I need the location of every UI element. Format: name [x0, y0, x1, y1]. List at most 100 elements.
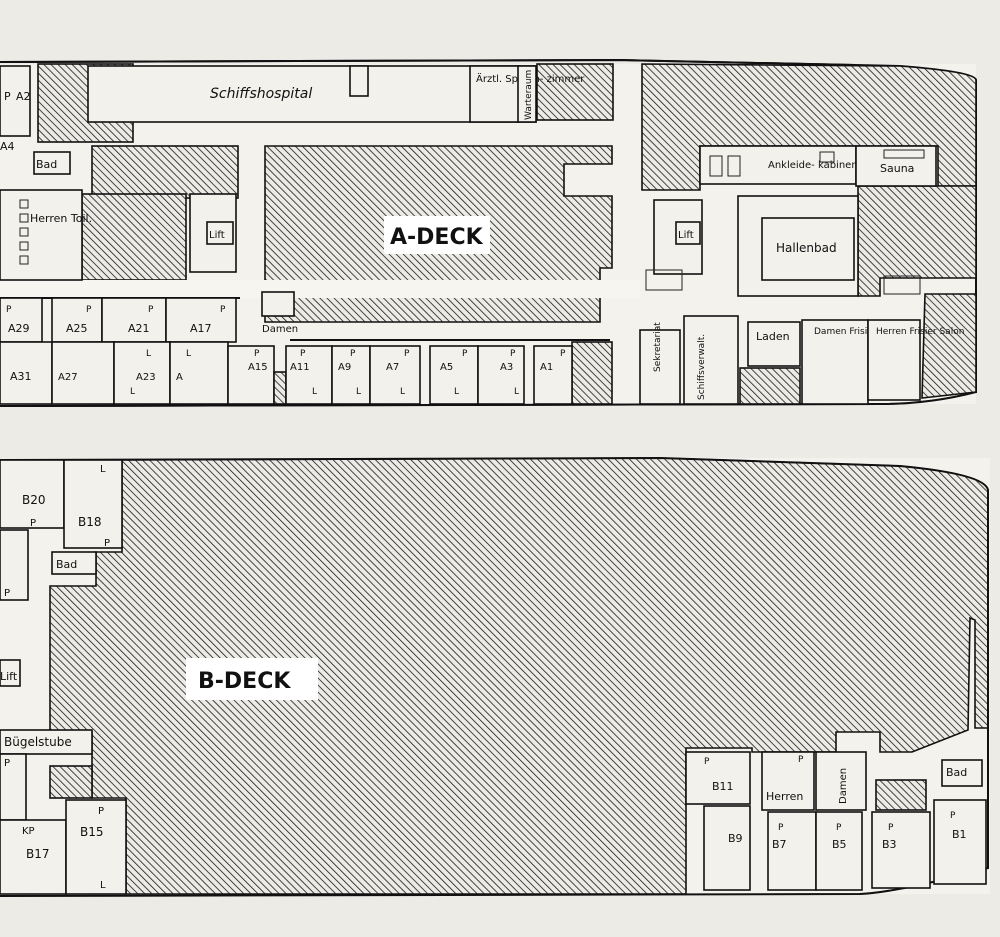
svg-text:P: P: [704, 757, 710, 767]
svg-text:P: P: [510, 349, 516, 359]
cabin-b17-label: B17: [26, 847, 50, 861]
purser-office: [683, 315, 739, 405]
cabin-a5-label: A5: [440, 362, 453, 373]
cabin-a15-label: A15: [248, 362, 268, 373]
a-deck-aft-corner: [921, 293, 977, 399]
waiting-room-label: Warteraum: [524, 70, 534, 120]
bath-a-deck-label: Bad: [36, 158, 57, 171]
cabin-b11-label: B11: [712, 780, 734, 793]
a-deck-structure-block: [739, 367, 801, 405]
svg-text:L: L: [130, 387, 135, 397]
gents-hair-salon: [867, 319, 921, 401]
lift-forward-label: Lift: [209, 230, 225, 241]
b-deck-cabins-aft: B11 P B9 Herren Damen B7 B5 B3 Bad B1 P …: [685, 751, 987, 891]
svg-text:P: P: [6, 305, 12, 315]
gents-toilet-label: Herren Toil.: [30, 212, 92, 225]
svg-text:P: P: [888, 823, 894, 833]
cabin-b3-label: B3: [882, 838, 897, 851]
lift-b-deck-label: Lift: [0, 670, 18, 683]
svg-text:P: P: [350, 349, 356, 359]
ladies-wc: [261, 291, 295, 317]
cabin-a7-label: A7: [386, 362, 399, 373]
secretariat-label: Sekretariat: [653, 322, 663, 372]
shop-label: Laden: [756, 330, 790, 343]
bath-b-deck-forward: [51, 551, 97, 575]
cabin-a9-label: A9: [338, 362, 351, 373]
svg-text:L: L: [514, 387, 519, 397]
cabin-a2: [0, 65, 31, 137]
cabin-b9-label: B9: [728, 832, 743, 845]
cabin-kp-label: KP: [22, 826, 35, 837]
a-deck-structure-block: [91, 145, 239, 199]
ship-hospital-room: [87, 65, 537, 123]
cabin-a17-label: A17: [190, 322, 212, 335]
ironing-room-label: Bügelstube: [4, 735, 72, 749]
a-deck-cabins-upper: A29 A25 A21 A17: [0, 297, 237, 343]
svg-text:P: P: [404, 349, 410, 359]
gents-toilet: [0, 189, 83, 281]
svg-text:L: L: [356, 387, 361, 397]
b-deck-cabins-forward-lower: P KP B17 B15 P L: [0, 753, 127, 895]
svg-text:P: P: [798, 755, 804, 765]
indoor-pool: [761, 217, 855, 281]
b-deck-title: B-DECK: [198, 669, 291, 694]
svg-text:P: P: [98, 806, 104, 817]
svg-text:P: P: [836, 823, 842, 833]
a-deck: Schiffshospital Ärztl. Sprech- zimmer Wa…: [0, 58, 977, 407]
changing-cabins-label: Ankleide- kabinen: [768, 160, 858, 171]
doctor-office: [469, 65, 521, 123]
cabin-a4-label: A4: [0, 140, 15, 153]
svg-text:L: L: [400, 387, 405, 397]
cabin-b1-label: B1: [952, 828, 967, 841]
bath-a-deck: [33, 151, 71, 175]
sauna-label: Sauna: [880, 162, 914, 175]
lift-aft-label: Lift: [678, 230, 694, 241]
cabin-marker-a: A: [176, 372, 183, 383]
cabin-b20-label: B20: [22, 493, 46, 507]
cabin-b15-label: B15: [80, 825, 104, 839]
shop: [747, 321, 801, 367]
gents-hair-salon-label: Herren Frisier Salon: [876, 327, 964, 337]
ladies-hair-salon-label: Damen Frisier- Salon: [814, 327, 907, 337]
cabin-a29-label: A29: [8, 322, 30, 335]
a-deck-title: A-DECK: [390, 225, 484, 250]
ladies-hair-salon: [801, 319, 869, 405]
cabin-a23-label: A23: [136, 372, 156, 383]
cabin-a3-label: A3: [500, 362, 513, 373]
bath-b-deck-forward-label: Bad: [56, 558, 77, 571]
ladies-wc-label: Damen: [262, 324, 298, 335]
cabin-b5-label: B5: [832, 838, 847, 851]
gents-room-b-label: Herren: [766, 790, 803, 803]
svg-text:P: P: [300, 349, 306, 359]
svg-text:P: P: [4, 90, 11, 103]
a-deck-furniture: [19, 149, 925, 295]
svg-text:L: L: [454, 387, 459, 397]
svg-text:L: L: [146, 349, 151, 359]
svg-text:P: P: [4, 588, 10, 599]
svg-text:P: P: [254, 349, 260, 359]
svg-text:P: P: [220, 305, 226, 315]
svg-text:P: P: [148, 305, 154, 315]
cabin-a21-label: A21: [128, 322, 150, 335]
cabin-b18-label: B18: [78, 515, 102, 529]
ironing-room: [0, 729, 93, 755]
gents-room-b: [761, 751, 815, 811]
svg-text:P: P: [86, 305, 92, 315]
ship-hospital-label: Schiffshospital: [210, 86, 312, 102]
b-deck: B20 P B18 L P P Bad Lift Bügelstube P KP…: [0, 456, 990, 897]
cabin-a2-label: A2: [16, 90, 31, 103]
secretariat: [639, 329, 681, 405]
svg-text:P: P: [950, 811, 956, 821]
ladies-room-b-label: Damen: [838, 768, 849, 804]
cabin-a11-label: A11: [290, 362, 310, 373]
a-deck-structure-block: [536, 63, 614, 121]
purser-office-label: Schiffsverwalt.: [697, 334, 707, 400]
svg-text:P: P: [104, 538, 110, 549]
b-deck-cabins-forward: B20 P B18 L P P Bad: [0, 459, 123, 601]
svg-text:P: P: [462, 349, 468, 359]
waiting-room: [517, 65, 537, 123]
ladies-room-b: [815, 751, 867, 811]
cabin-a31-label: A31: [10, 370, 32, 383]
svg-text:L: L: [100, 880, 106, 891]
svg-text:L: L: [100, 464, 106, 475]
